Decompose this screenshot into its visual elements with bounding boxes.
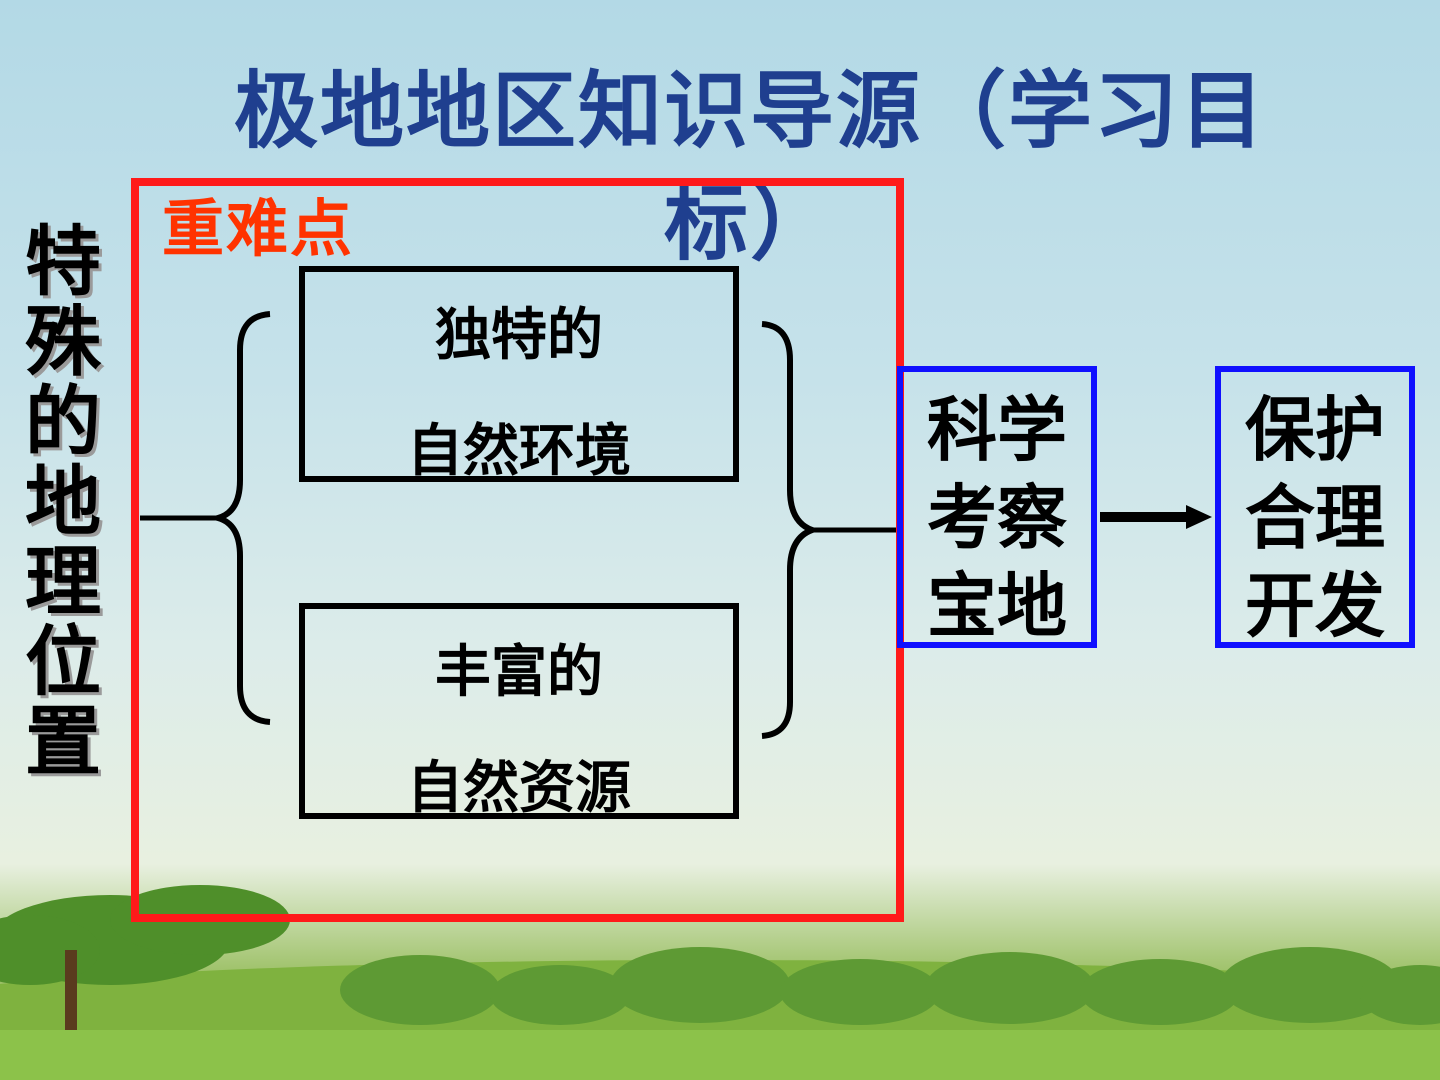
environment-line1: 独特的 xyxy=(435,303,603,368)
resources-line2: 自然资源 xyxy=(407,756,631,821)
protection-box: 保护 合理 开发 xyxy=(1215,366,1415,648)
page-title: 极地地区知识导源（学习目标） xyxy=(233,62,1266,272)
special-location-label: 特殊的地理位置 xyxy=(25,217,101,786)
arrow-head xyxy=(1186,505,1212,529)
landscape-background xyxy=(0,885,1440,1080)
left-brace xyxy=(206,311,271,725)
key-points-label: 重难点 xyxy=(162,192,355,265)
science-line2: 考察 xyxy=(927,477,1067,559)
science-line1: 科学 xyxy=(927,389,1067,471)
science-box: 科学 考察 宝地 xyxy=(897,366,1097,648)
science-line3: 宝地 xyxy=(927,565,1067,647)
protection-line1: 保护 xyxy=(1245,389,1385,471)
environment-box: 独特的 自然环境 xyxy=(299,266,739,484)
right-brace xyxy=(761,321,821,739)
resources-box: 丰富的 自然资源 xyxy=(299,603,739,821)
environment-line2: 自然环境 xyxy=(407,419,631,484)
protection-line3: 开发 xyxy=(1245,565,1385,647)
protection-line2: 合理 xyxy=(1245,477,1385,559)
resources-line1: 丰富的 xyxy=(435,640,603,705)
